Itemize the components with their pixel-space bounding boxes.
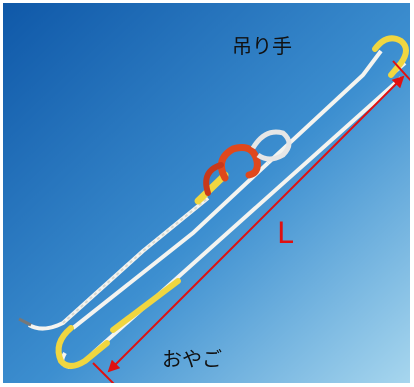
hanging-loop-label: 吊り手 <box>232 34 292 58</box>
dimension-tick-top <box>392 60 410 82</box>
sling-photo <box>3 3 410 383</box>
main-loop-label: おやご <box>162 347 222 371</box>
bottom-sleeve <box>55 325 110 369</box>
dimension-line <box>107 75 405 373</box>
top-sleeve <box>372 35 409 78</box>
dimension-tick-bottom <box>92 362 115 383</box>
length-label: L <box>277 216 294 250</box>
sling-illustration <box>3 3 410 383</box>
rope-end <box>18 317 32 327</box>
